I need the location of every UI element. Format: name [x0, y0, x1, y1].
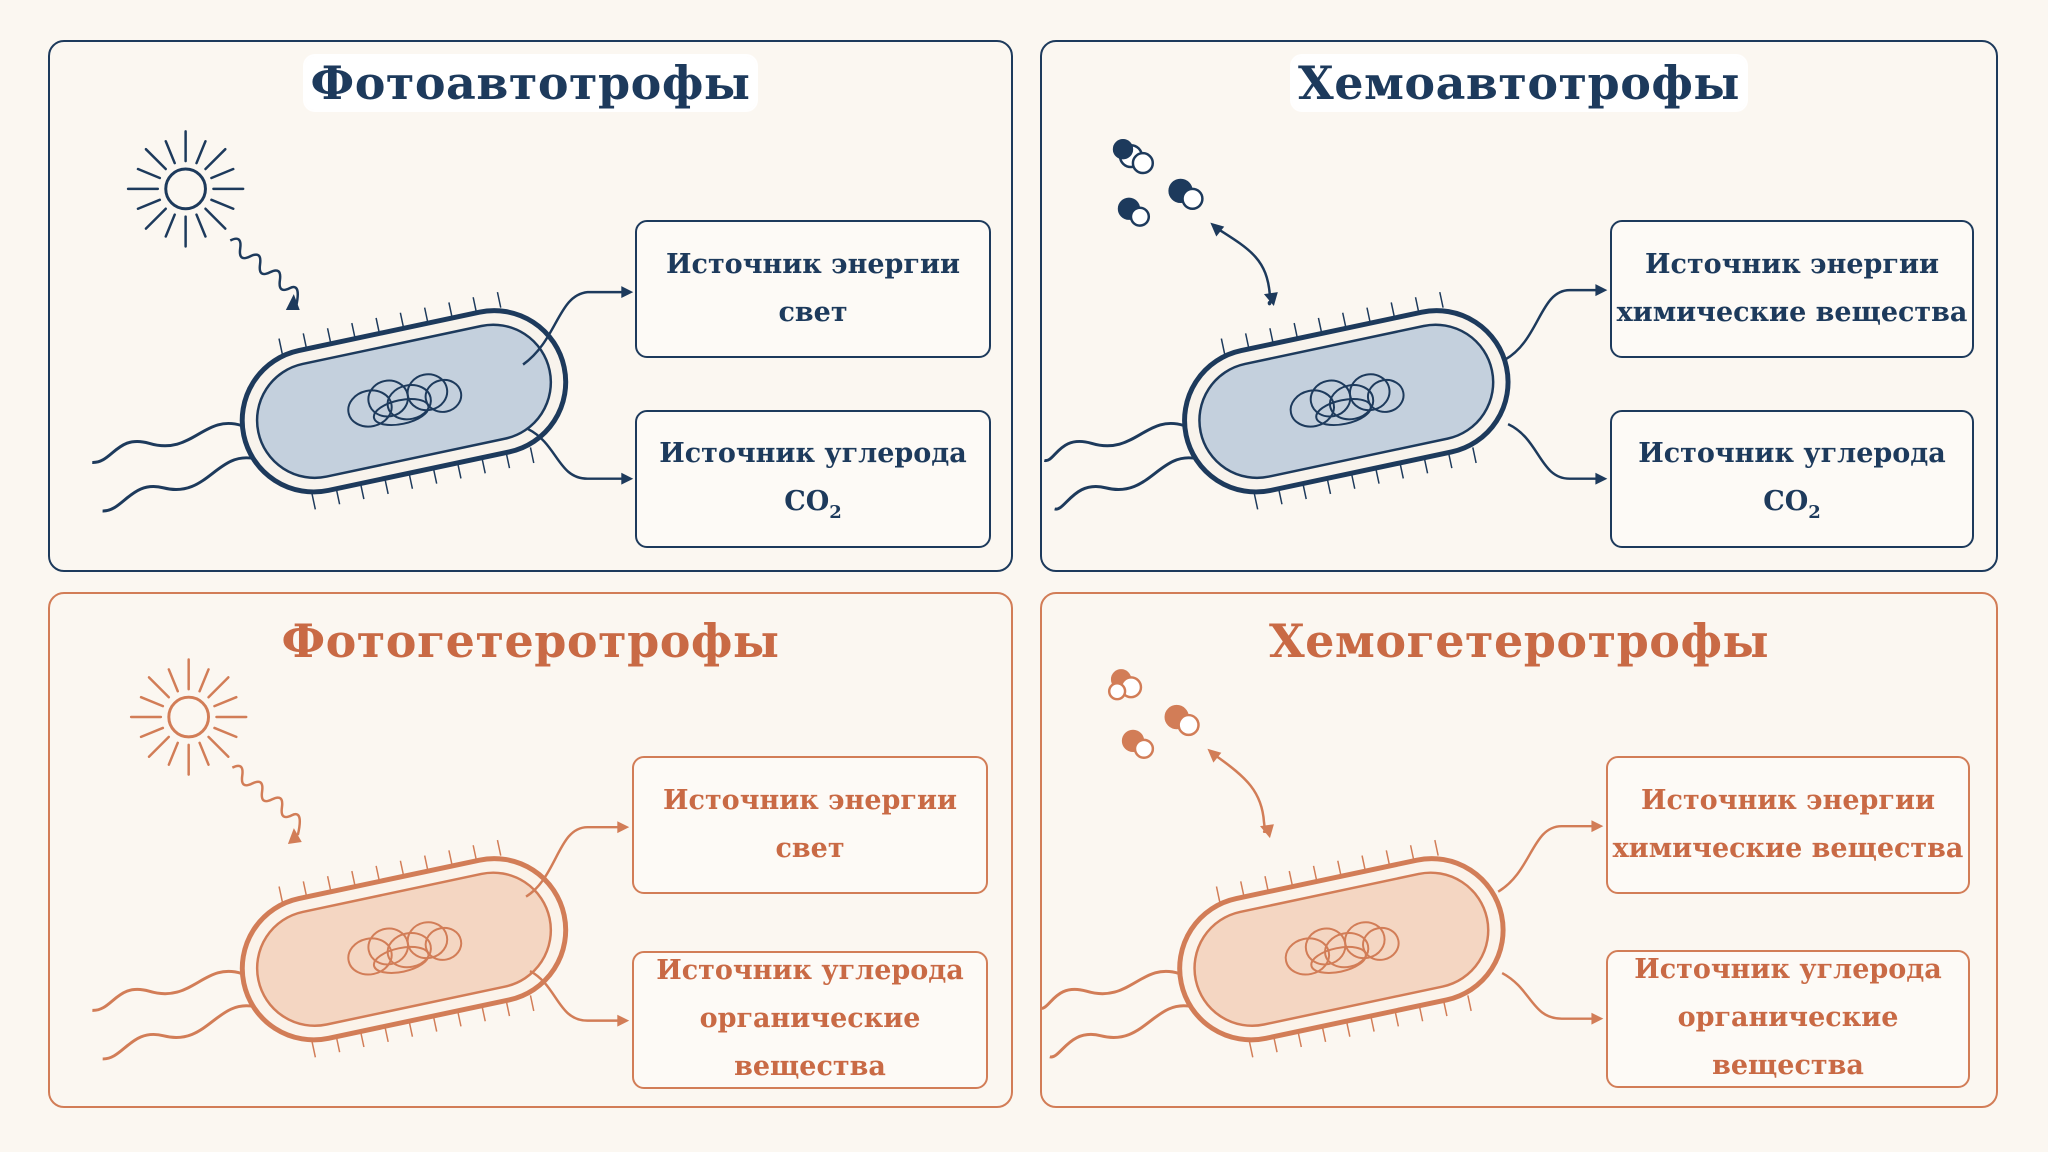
connector-energy: [1497, 824, 1598, 893]
arrow-head: [617, 1014, 630, 1027]
arrow-head: [1591, 820, 1604, 833]
sun-icon: [126, 130, 245, 248]
carbon-source-label: Источник углерода: [1638, 437, 1946, 469]
carbon-source-box: Источник углерода органические вещества: [632, 951, 988, 1089]
carbon-source-value: органические вещества: [1677, 1001, 1899, 1081]
panel-photoheterotrophs: Фотогетеротрофы Источник энергии свет Ис…: [48, 592, 1013, 1108]
carbon-source-label: Источник углерода: [659, 437, 967, 469]
arrow-head: [1591, 1012, 1604, 1025]
carbon-source-value: CO2: [784, 485, 842, 523]
carbon-source-value: CO2: [1763, 485, 1821, 523]
carbon-source-box: Источник углерода органические вещества: [1606, 950, 1970, 1088]
arrow-head: [285, 294, 300, 310]
connector-carbon: [529, 969, 624, 1022]
arrow-head: [621, 472, 634, 485]
connector-carbon: [1501, 971, 1598, 1020]
exchange-arrow: [1216, 227, 1272, 306]
connector-energy: [525, 825, 624, 898]
exchange-arrow: [1213, 753, 1267, 834]
arrow-head: [617, 821, 630, 834]
panel-title: Фотоавтотрофы: [50, 56, 1011, 110]
arrow-head: [287, 828, 302, 845]
arrow-head: [1210, 222, 1225, 237]
energy-source-box: Источник энергии химические вещества: [1606, 756, 1970, 894]
panel-title: Хемоавтотрофы: [1042, 56, 1996, 110]
diagram-chemoautotrophs: [1043, 139, 1608, 511]
connector-carbon: [527, 427, 628, 480]
arrow-head: [621, 286, 634, 299]
diagram-photoautotrophs: [92, 130, 634, 513]
connector-energy: [1504, 288, 1602, 361]
connector-energy: [522, 290, 628, 366]
bacterium-icon: [92, 291, 569, 513]
energy-source-value: химические вещества: [1612, 833, 1964, 864]
carbon-source-label: Источник углерода: [656, 954, 964, 986]
energy-source-value: свет: [778, 297, 848, 328]
energy-source-value: химические вещества: [1616, 297, 1968, 328]
energy-source-box: Источник энергии химические вещества: [1610, 220, 1974, 358]
molecules-icon: [1107, 669, 1200, 759]
light-wave-arrow: [229, 237, 299, 309]
sun-icon: [129, 658, 248, 776]
panel-chemoheterotrophs: Хемогетеротрофы Источник энергии химичес…: [1040, 592, 1998, 1108]
energy-source-label: Источник энергии: [666, 249, 960, 280]
energy-source-value: свет: [775, 833, 845, 864]
connector-carbon: [1507, 422, 1602, 480]
panel-chemoautotrophs: Хемоавтотрофы Источник энергии химически…: [1040, 40, 1998, 572]
light-wave-arrow: [231, 764, 302, 836]
arrow-head: [1263, 292, 1278, 306]
diagram-photoheterotrophs: [92, 658, 630, 1061]
bacterium-icon: [1042, 839, 1506, 1059]
diagram-chemoheterotrophs: [1042, 669, 1604, 1059]
panel-title: Хемогетеротрофы: [1268, 614, 1770, 668]
bacterium-icon: [1043, 291, 1511, 511]
bacterium-icon: [92, 839, 569, 1061]
panel-photoautotrophs: Фотоавтотрофы Источник энергии свет Исто…: [48, 40, 1013, 572]
arrow-head: [1207, 748, 1222, 763]
energy-source-label: Источник энергии: [1641, 785, 1935, 816]
energy-source-label: Источник энергии: [663, 785, 957, 816]
carbon-source-value: органические вещества: [699, 1002, 921, 1082]
molecules-icon: [1112, 139, 1204, 227]
energy-source-box: Источник энергии свет: [632, 756, 988, 894]
energy-source-box: Источник энергии свет: [635, 220, 991, 358]
arrow-head: [1595, 472, 1608, 485]
carbon-source-box: Источник углерода CO2: [635, 410, 991, 548]
arrow-head: [1260, 824, 1274, 839]
arrow-head: [1595, 284, 1608, 297]
carbon-source-box: Источник углерода CO2: [1610, 410, 1974, 548]
energy-source-label: Источник энергии: [1645, 249, 1939, 280]
carbon-source-label: Источник углерода: [1634, 953, 1942, 985]
panel-title: Фотогетеротрофы: [281, 614, 780, 668]
